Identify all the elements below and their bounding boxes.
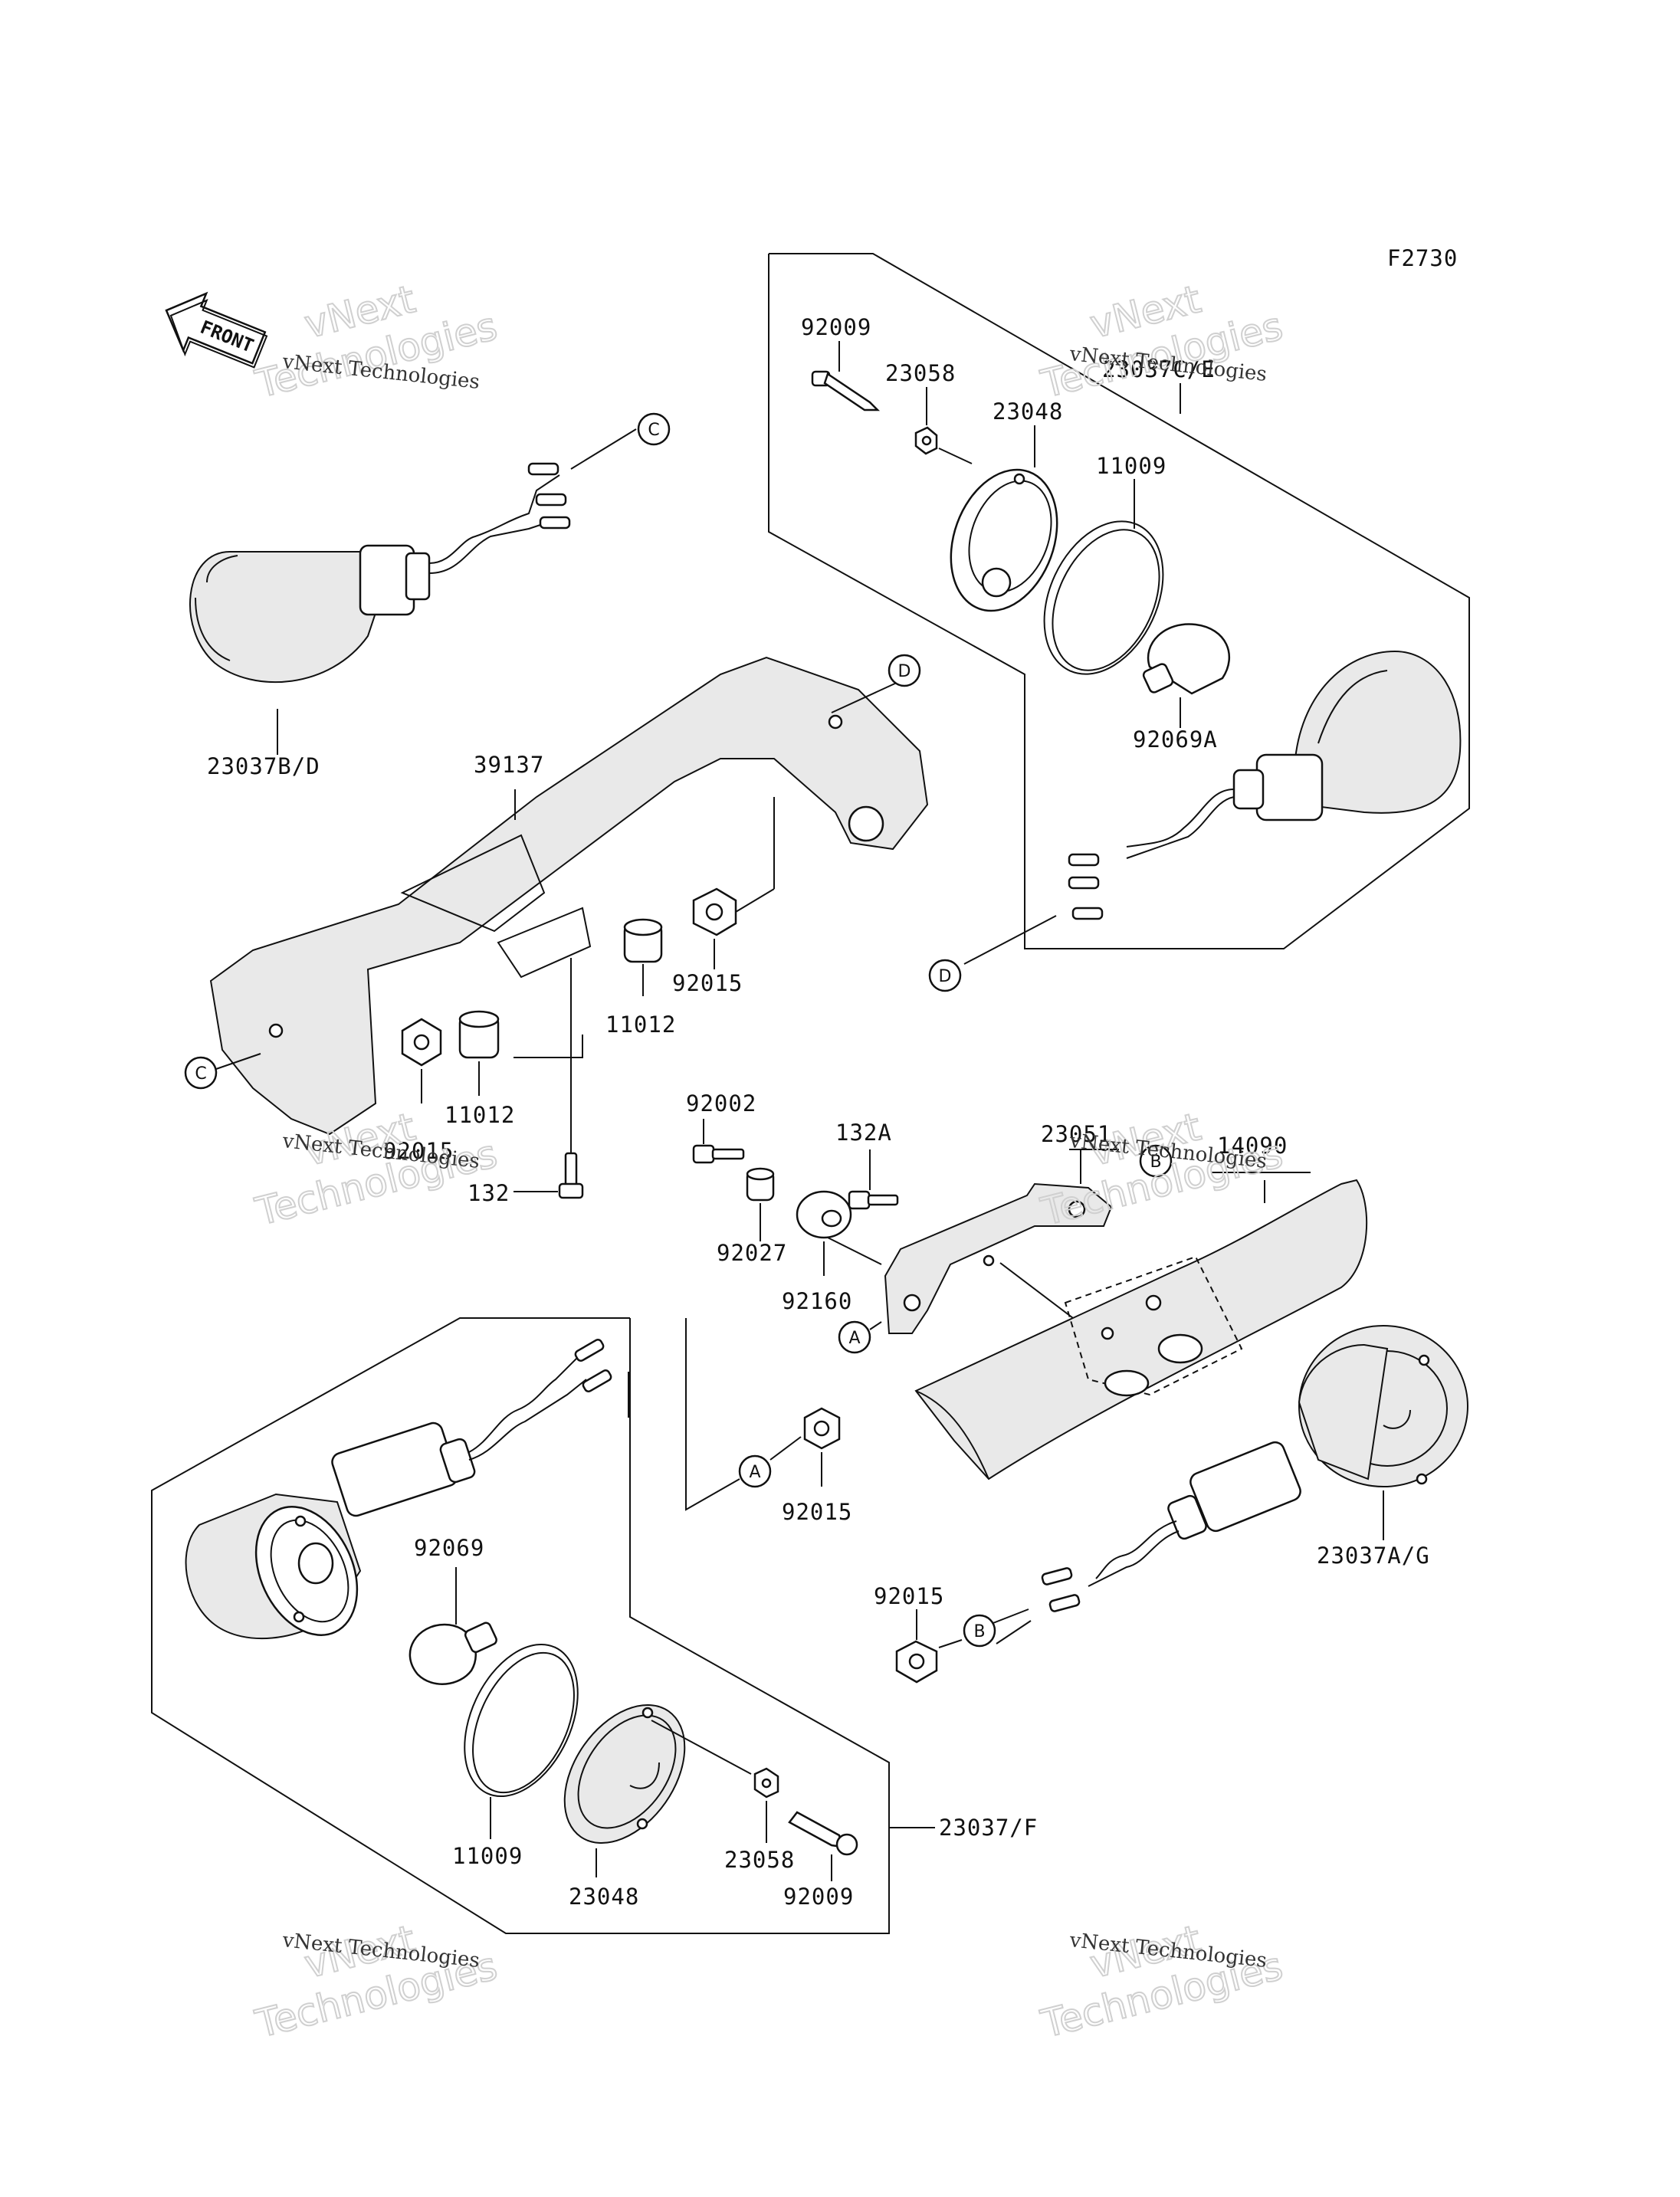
label-92009-bot: 92009 bbox=[783, 1884, 854, 1910]
bulb-92069a bbox=[1142, 623, 1231, 695]
nut-92015-left bbox=[401, 1018, 442, 1067]
bracket-23051 bbox=[884, 1182, 1113, 1334]
ref-marker-c-top: C bbox=[637, 412, 671, 446]
ref-marker-d-top: D bbox=[888, 654, 921, 687]
ref-marker-b-fender: B bbox=[1139, 1144, 1173, 1178]
bracket-39137 bbox=[209, 656, 929, 1136]
svg-text:A: A bbox=[848, 1329, 860, 1348]
label-92160: 92160 bbox=[782, 1288, 852, 1314]
gasket-11009-bot bbox=[464, 1643, 579, 1798]
label-23037bd: 23037B/D bbox=[207, 753, 320, 779]
watermark-bottom-right: vNext Technologies bbox=[1036, 1916, 1288, 2047]
label-23058-bot: 23058 bbox=[724, 1847, 795, 1873]
lower-left-group-frame bbox=[151, 1317, 890, 1934]
svg-text:C: C bbox=[195, 1064, 206, 1084]
turn-signal-rear-left bbox=[1041, 1325, 1468, 1612]
bulb-92069 bbox=[409, 1622, 497, 1685]
label-92069: 92069 bbox=[414, 1535, 484, 1561]
grommet-92160 bbox=[796, 1190, 852, 1239]
svg-text:D: D bbox=[898, 662, 911, 681]
label-92015-left: 92015 bbox=[383, 1138, 454, 1164]
label-11009-bot: 11009 bbox=[452, 1843, 523, 1869]
washer-23058-top bbox=[914, 426, 938, 455]
gasket-11009-top bbox=[1043, 520, 1164, 675]
label-23037f: 23037/F bbox=[939, 1815, 1038, 1841]
screw-92009-top bbox=[811, 370, 881, 412]
washer-23058-bot bbox=[753, 1767, 779, 1799]
label-92009-top: 92009 bbox=[801, 314, 871, 340]
lens-23048-top bbox=[950, 468, 1058, 612]
ref-marker-d-bottom: D bbox=[928, 959, 962, 992]
screw-92009-bot bbox=[788, 1811, 858, 1856]
svg-text:C: C bbox=[648, 421, 659, 440]
watermark-bottom-left: vNext Technologies bbox=[251, 1916, 503, 2047]
nut-92015-b bbox=[895, 1640, 938, 1684]
label-23048-bot: 23048 bbox=[569, 1884, 639, 1910]
ref-marker-b-wire: B bbox=[963, 1614, 996, 1648]
label-23048-top: 23048 bbox=[993, 398, 1063, 425]
label-23037ce: 23037C/E bbox=[1102, 356, 1216, 382]
ref-marker-a-bracket: A bbox=[838, 1320, 871, 1354]
svg-text:A: A bbox=[749, 1463, 760, 1482]
upper-right-group-frame bbox=[768, 253, 1470, 949]
svg-text:B: B bbox=[973, 1622, 985, 1641]
turn-signal-front-left bbox=[189, 462, 571, 683]
turn-signal-rear-right bbox=[1068, 650, 1462, 920]
label-92069a: 92069A bbox=[1133, 726, 1218, 753]
collar-11012-low bbox=[458, 1010, 500, 1059]
label-23037ag: 23037A/G bbox=[1317, 1543, 1430, 1569]
figure-code: F2730 bbox=[1387, 245, 1458, 271]
label-39137: 39137 bbox=[474, 752, 544, 778]
bolt-132a bbox=[848, 1190, 899, 1210]
label-92015-a: 92015 bbox=[782, 1499, 852, 1525]
collar-11012-mid bbox=[623, 918, 663, 963]
label-11009-top: 11009 bbox=[1096, 453, 1166, 479]
label-92015-mid: 92015 bbox=[672, 970, 743, 996]
bolt-92002 bbox=[692, 1144, 745, 1164]
ref-marker-c-left: C bbox=[184, 1056, 218, 1090]
label-132a: 132A bbox=[835, 1120, 892, 1146]
label-11012-low: 11012 bbox=[445, 1102, 515, 1128]
label-132: 132 bbox=[468, 1180, 510, 1206]
label-23058-top: 23058 bbox=[885, 360, 956, 386]
watermark-top-right: vNext Technologies bbox=[1036, 276, 1288, 407]
svg-text:B: B bbox=[1150, 1153, 1161, 1172]
lens-23048-bot bbox=[563, 1703, 686, 1844]
label-92002: 92002 bbox=[686, 1090, 756, 1117]
turn-signal-front-right bbox=[185, 1339, 612, 1640]
ref-marker-a-nut: A bbox=[738, 1454, 772, 1488]
label-92027: 92027 bbox=[717, 1240, 787, 1266]
bolt-132 bbox=[558, 1152, 584, 1199]
nut-92015-mid bbox=[692, 887, 737, 936]
collar-92027 bbox=[746, 1167, 775, 1202]
fender-14090 bbox=[914, 1179, 1368, 1481]
label-92015-b: 92015 bbox=[874, 1583, 944, 1609]
label-23051: 23051 bbox=[1041, 1121, 1111, 1147]
label-11012-mid: 11012 bbox=[605, 1012, 676, 1038]
svg-text:D: D bbox=[939, 967, 952, 986]
nut-92015-a bbox=[803, 1407, 841, 1450]
label-14090: 14090 bbox=[1217, 1133, 1288, 1159]
